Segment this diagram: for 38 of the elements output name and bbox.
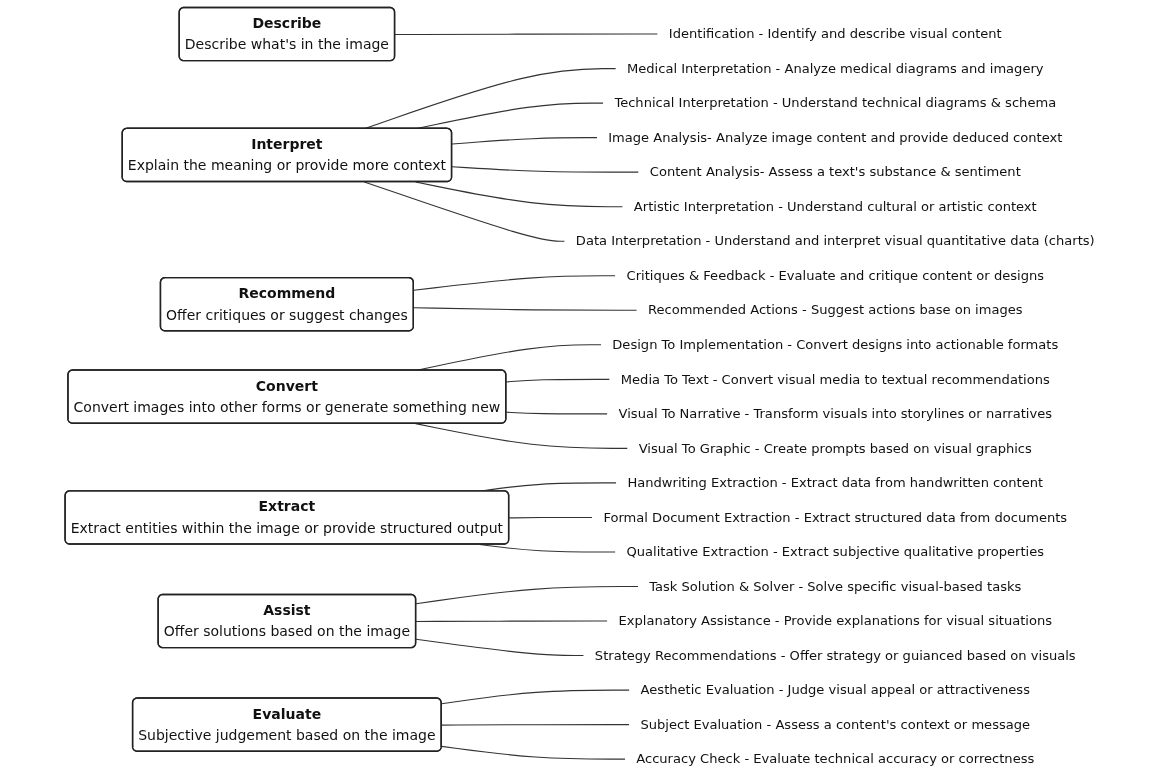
connector: [363, 181, 566, 242]
connector: [505, 411, 608, 415]
node-text: Accuracy Check - Evaluate technical accuracy or correctness: [636, 751, 1035, 767]
node-text: Artistic Interpretation - Understand cultural or artistic context: [633, 198, 1037, 214]
node-text: Image Analysis- Analyze image content and provide deduced context: [608, 129, 1063, 145]
connector: [441, 724, 630, 726]
node-text: Aesthetic Evaluation - Judge visual appeal or attractiveness: [640, 682, 1030, 698]
node-text: Data Interpretation - Understand and interpret visual quantitative data (charts): [575, 233, 1095, 249]
connector: [441, 689, 630, 705]
connector: [394, 33, 659, 36]
node-text: Formal Document Extraction - Extract structured data from documents: [603, 509, 1068, 525]
node-text: Design To Implementation - Convert designs into actionable formats: [612, 336, 1059, 352]
connector: [413, 275, 616, 291]
connector: [415, 585, 639, 605]
connector: [415, 620, 608, 623]
connector: [505, 378, 611, 383]
node-text: Visual To Narrative - Transform visuals into storylines or narratives: [618, 405, 1053, 421]
node-text: Technical Interpretation - Understand technical diagrams & schema: [614, 95, 1057, 111]
node-text: Visual To Graphic - Create prompts based on visual graphics: [638, 440, 1032, 456]
node-text: Media To Text - Convert visual media to textual recommendations: [620, 371, 1050, 387]
node-text: Recommended Actions - Suggest actions base on images: [647, 302, 1023, 318]
connector: [441, 745, 626, 760]
connector: [413, 307, 638, 311]
node-text: Handwriting Extraction - Extract data from handwritten content: [627, 474, 1044, 490]
node-text: Qualitative Extraction - Extract subjective qualitative properties: [626, 544, 1045, 559]
node-text: Identification - Identify and describe visual content: [668, 26, 1002, 42]
node-text: Strategy Recommendations - Offer strategy or guianced based on visuals: [594, 647, 1076, 663]
connector: [451, 166, 640, 173]
node-text: Content Analysis- Assess a text's substance & sentiment: [649, 164, 1021, 180]
node-text: Medical Interpretation - Analyze medical diagrams and imagery: [627, 60, 1044, 76]
connector: [508, 516, 593, 519]
connector: [451, 137, 598, 145]
node-text: Subject Evaluation - Assess a content's context or message: [640, 716, 1031, 732]
node-text: Explanatory Assistance - Provide explanations for visual situations: [618, 613, 1053, 629]
connector: [415, 638, 585, 657]
node-text: Critiques & Feedback - Evaluate and critique content or designs: [626, 267, 1045, 283]
node-text: Task Solution & Solver - Solve specific visual-based tasks: [649, 578, 1022, 594]
connector: [415, 181, 624, 208]
